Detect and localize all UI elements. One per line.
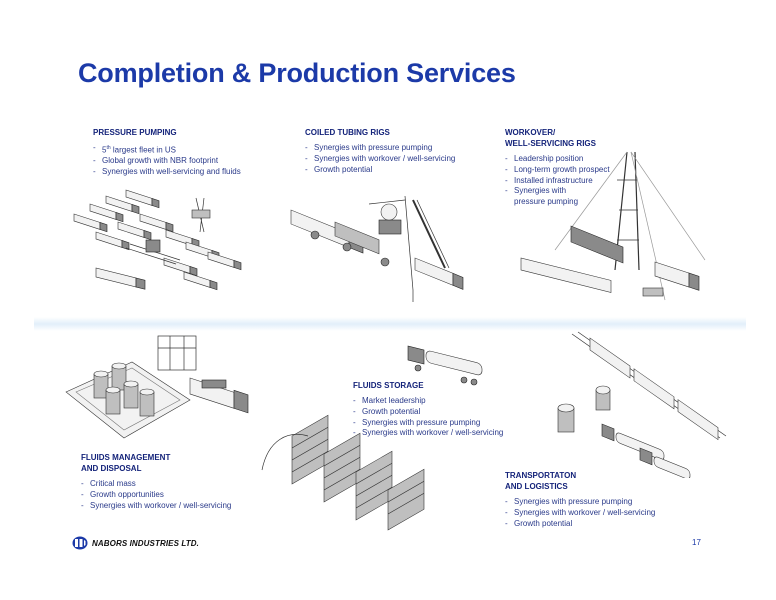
list-item: Synergies with workover / well-servicing: [81, 501, 231, 512]
section-heading: PRESSURE PUMPING: [93, 128, 177, 137]
manifold-group: [125, 197, 211, 265]
page-number: 17: [692, 538, 701, 547]
divider-band: [34, 317, 746, 331]
list-item: Synergies with workover / well-servicing: [505, 508, 655, 519]
list-item: Installed infrastructure: [505, 176, 610, 187]
company-name: NABORS INDUSTRIES LTD.: [92, 538, 199, 548]
list-item: Growth opportunities: [81, 490, 231, 501]
list-item: Growth potential: [505, 519, 655, 530]
page-title: Completion & Production Services: [78, 58, 516, 88]
coiled-tubing-rig-illustration: [290, 195, 464, 302]
list-item: Synergies with pressure pumping: [505, 497, 655, 508]
fluids-management-illustration: [65, 335, 249, 439]
frac-truck-group: [73, 189, 242, 291]
tanker-trucks: [601, 423, 691, 478]
list-item: Synergies with workover / well-servicing: [305, 154, 455, 165]
coiled-tubing-truck: [290, 209, 390, 267]
rig-base: [520, 225, 700, 297]
section-fluids-storage: FLUIDS STORAGE Market leadership Growth …: [353, 380, 503, 439]
list-item: Synergies with pressure pumping: [353, 418, 503, 429]
section-pressure-pumping: PRESSURE PUMPING 5th largest fleet in US…: [93, 127, 241, 178]
list-item: Synergies with pressure pumping: [305, 143, 455, 154]
section-heading: COILED TUBING RIGS: [305, 128, 390, 137]
processing-frame: [157, 335, 197, 371]
workover-rig-illustration: [520, 151, 706, 301]
silos: [557, 385, 611, 433]
list-item: Leadership position: [505, 154, 610, 165]
transportation-illustration: [557, 331, 727, 478]
service-truck: [189, 377, 249, 414]
list-item: Synergies with workover / well-servicing: [353, 428, 503, 439]
list-item: Global growth with NBR footprint: [93, 156, 241, 167]
frac-tanks: [291, 414, 425, 531]
list-item: Growth potential: [353, 407, 503, 418]
pressure-pumping-fleet-illustration: [73, 189, 242, 291]
crane: [368, 195, 464, 302]
nabors-logo-icon: [72, 536, 88, 550]
list-item: Market leadership: [353, 396, 503, 407]
tanker-truck: [407, 345, 483, 386]
company-logo: NABORS INDUSTRIES LTD.: [72, 536, 199, 550]
section-coiled-tubing: COILED TUBING RIGS Synergies with pressu…: [305, 127, 455, 175]
fluids-storage-illustration: [261, 345, 483, 531]
storage-tanks: [93, 362, 155, 417]
list-item: Long-term growth prospect: [505, 165, 610, 176]
hose: [261, 434, 309, 471]
list-item: Critical mass: [81, 479, 231, 490]
list-item: 5th largest fleet in US: [93, 143, 241, 156]
section-workover: WORKOVER/WELL-SERVICING RIGS Leadership …: [505, 127, 610, 208]
section-heading: WORKOVER/WELL-SERVICING RIGS: [505, 128, 596, 148]
list-item: Synergies with well-servicing and fluids: [93, 167, 241, 178]
rail-cars: [571, 331, 727, 441]
list-item: Growth potential: [305, 165, 455, 176]
section-heading: FLUIDS STORAGE: [353, 381, 424, 390]
